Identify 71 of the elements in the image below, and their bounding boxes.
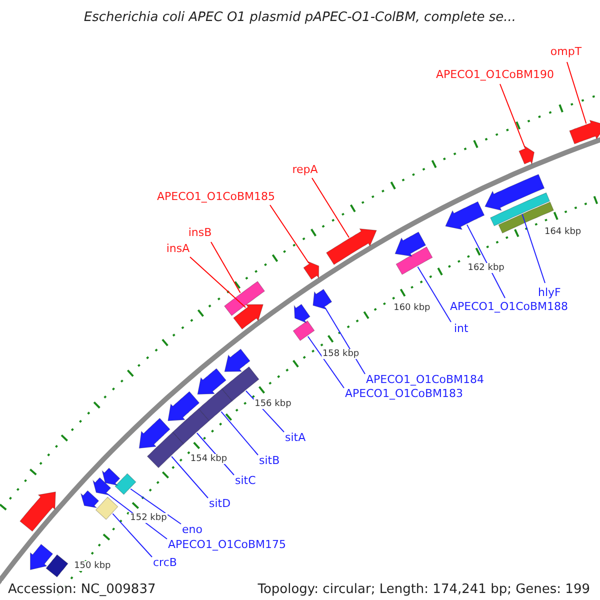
gene-segment <box>303 260 320 280</box>
gene-label: APECO1_O1CoBM183 <box>345 386 464 400</box>
gene-segment <box>224 348 250 372</box>
gene-label: APECO1_O1CoBM185 <box>156 190 276 203</box>
gene-label: APECO1_O1CoBM188 <box>450 300 568 312</box>
gene-segment <box>445 201 485 230</box>
leader-line <box>130 488 182 524</box>
map-title: Escherichia coli APEC O1 plasmid pAPEC-O1-ColBM, complete se... <box>82 10 518 25</box>
gene-block <box>224 280 266 316</box>
gene-segment <box>294 304 310 324</box>
scale-label: 150 kbp <box>73 561 112 571</box>
gene-segment <box>30 544 54 570</box>
gene-segment <box>168 391 200 422</box>
gene-block <box>114 473 136 495</box>
leader-line <box>566 62 587 124</box>
gene-label: APECO1_O1CoBM184 <box>366 372 484 386</box>
gene-segment <box>484 174 545 211</box>
gene-label: insB <box>188 226 212 239</box>
gene-segment <box>102 468 120 486</box>
gene-block <box>46 554 68 578</box>
leader-line <box>210 242 241 294</box>
gene-label: eno <box>182 522 202 536</box>
gene-block <box>292 320 315 341</box>
gene-block <box>172 408 210 444</box>
gene-segment <box>138 418 170 449</box>
gene-block <box>95 496 118 520</box>
leader-line <box>522 214 546 284</box>
leader-line <box>417 266 452 322</box>
gene-segment <box>92 477 112 496</box>
scale-label: 156 kbp <box>254 398 292 409</box>
scale-label: 154 kbp <box>189 454 228 464</box>
gene-block <box>198 388 233 422</box>
leader-line <box>220 411 258 456</box>
gene-label: sitB <box>259 454 280 466</box>
gene-label: sitA <box>285 430 306 444</box>
gene-segment <box>569 120 600 144</box>
scale-label: 158 kbp <box>321 348 360 359</box>
gene-block <box>396 246 433 275</box>
scale-label: 164 kbp <box>543 227 582 238</box>
gene-label: ompT <box>550 45 582 58</box>
gene-label: int <box>454 322 468 334</box>
leader-line <box>500 84 526 148</box>
gene-segment <box>312 288 332 310</box>
gene-label: sitD <box>209 496 231 510</box>
gene-label: hlyF <box>538 286 561 298</box>
gene-segment <box>326 228 377 266</box>
gene-segment <box>20 492 56 532</box>
gene-segment <box>518 144 535 166</box>
scale-label: 162 kbp <box>466 262 506 273</box>
leader-line <box>270 204 310 264</box>
gene-segment <box>233 304 264 330</box>
scale-label: 160 kbp <box>392 303 432 314</box>
leader-line <box>307 336 344 388</box>
gene-block <box>490 192 550 226</box>
gene-label: APECO1_O1CoBM190 <box>436 68 554 81</box>
topology-text: Topology: circular; Length: 174,241 bp; Genes: 199 <box>256 581 592 598</box>
gene-block <box>146 432 184 468</box>
gene-label: insA <box>166 242 190 255</box>
leader-line <box>112 513 152 558</box>
leader-line <box>312 178 350 238</box>
scale-label: 152 kbp <box>129 512 168 523</box>
gene-label: sitC <box>235 474 256 486</box>
gene-label: repA <box>292 163 318 176</box>
gene-segment <box>80 490 100 508</box>
gene-segment <box>197 368 226 395</box>
leader-line <box>190 256 246 308</box>
gene-label: APECO1_O1CoBM175 <box>168 538 286 550</box>
gene-label: crcB <box>153 556 177 568</box>
leader-line <box>171 456 208 498</box>
gene-segment <box>394 232 426 257</box>
leader-line <box>466 224 506 298</box>
